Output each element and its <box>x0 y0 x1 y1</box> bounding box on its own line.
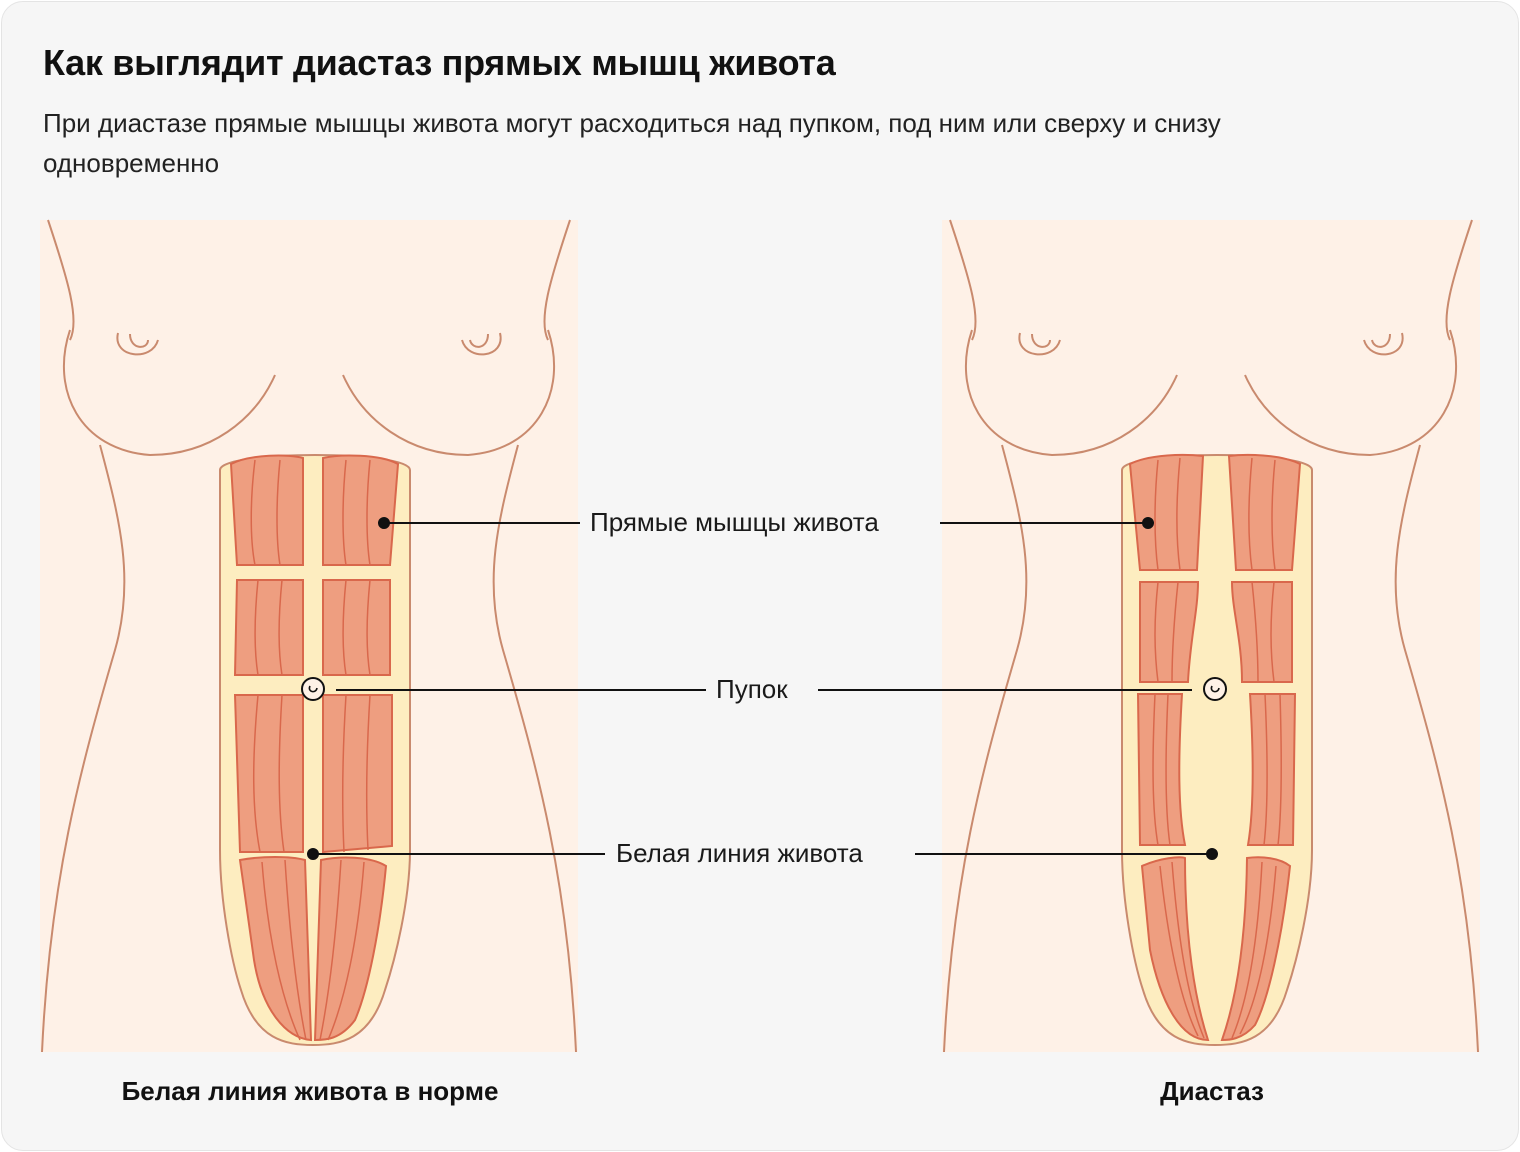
normal-rectus-muscles <box>229 454 400 1042</box>
rectus-pointer-right <box>1142 517 1154 529</box>
diastasis-rectus-muscles <box>1128 453 1302 1042</box>
linea-pointer-left <box>307 848 319 860</box>
diastasis-caption: Диастаз <box>1160 1076 1264 1106</box>
normal-torso-figure <box>39 219 579 1053</box>
normal-navel-icon <box>301 677 325 701</box>
page-title: Как выглядит диастаз прямых мышц живота <box>43 42 836 83</box>
page-subtitle: При диастазе прямые мышцы живота могут р… <box>43 108 1221 178</box>
linea-alba-label: Белая линия живота <box>606 838 873 869</box>
rectus-pointer-left <box>378 517 390 529</box>
navel-label: Пупок <box>706 674 798 705</box>
rectus-muscles-label: Прямые мышцы живота <box>580 507 889 538</box>
leader-lines <box>307 517 1218 860</box>
diastasis-navel-icon <box>1203 677 1227 701</box>
diastasis-muscle-fibers <box>1152 457 1283 1039</box>
linea-pointer-right <box>1206 848 1218 860</box>
diastasis-torso-figure <box>941 219 1481 1053</box>
normal-caption: Белая линия живота в норме <box>121 1076 499 1106</box>
normal-muscle-fibers <box>250 459 371 1041</box>
